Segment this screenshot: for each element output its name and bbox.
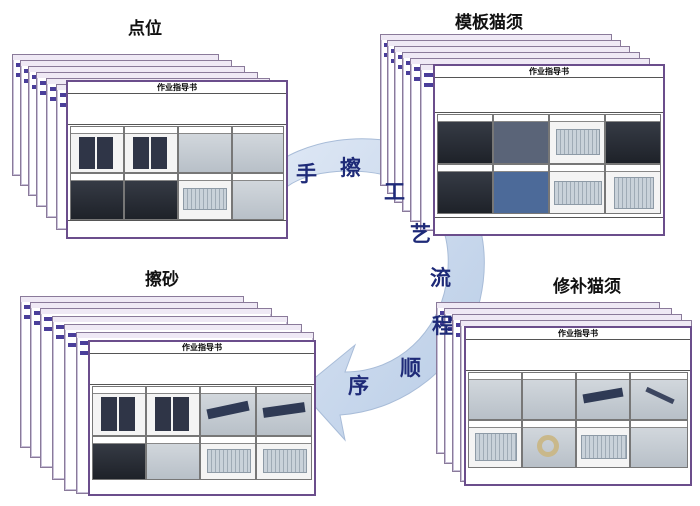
doc-title: 作业指导书: [435, 66, 663, 78]
photo-stick-tool: [630, 372, 688, 420]
doc-photo-grid: [468, 372, 688, 472]
photo-rack: [549, 114, 605, 164]
photo-basket: [70, 173, 124, 220]
photo-tool: [437, 164, 493, 214]
work-instruction-doc: 作业指导书: [464, 326, 692, 486]
photo-jeans-front: [70, 126, 124, 173]
photo-jeans-back: [522, 372, 576, 420]
quadrant-title-dianwei: 点位: [128, 19, 162, 39]
doc-footer: [68, 220, 286, 237]
photo-rack: [200, 436, 256, 480]
arc-char-4: 艺: [410, 221, 431, 246]
photo-jeans-front: [92, 386, 146, 436]
photo-board: [576, 372, 630, 420]
doc-info-header: [435, 78, 663, 113]
photo-jeans-front: [468, 372, 522, 420]
doc-title: 作业指导书: [466, 328, 690, 340]
arc-char-3: 工: [384, 179, 405, 204]
photo-jeans-front: [437, 114, 493, 164]
photo-frame: [576, 420, 630, 468]
doc-footer: [435, 217, 663, 234]
work-instruction-doc: 作业指导书: [88, 340, 316, 496]
photo-sanding-stand: [256, 386, 312, 436]
doc-info-header: [68, 94, 286, 125]
arc-char-6: 程: [432, 313, 453, 338]
photo-station: [630, 420, 688, 468]
photo-sandpaper: [92, 436, 146, 480]
doc-title: 作业指导书: [90, 342, 314, 354]
doc-photo-grid: [70, 126, 284, 220]
work-instruction-doc: 作业指导书: [66, 80, 288, 239]
photo-jeans-back: [493, 114, 549, 164]
photo-stand: [605, 164, 661, 214]
quadrant-title-template-whiskers: 模板猫须: [455, 13, 523, 33]
photo-workbench: [178, 126, 232, 173]
doc-title: 作业指导书: [68, 82, 286, 94]
work-instruction-doc: 作业指导书: [433, 64, 665, 236]
arc-char-5: 流: [430, 265, 451, 290]
arc-char-2: 擦: [340, 155, 361, 180]
photo-tape-roll: [522, 420, 576, 468]
photo-pad: [605, 114, 661, 164]
arc-char-8: 序: [348, 373, 369, 398]
quadrant-title-repair-whiskers: 修补猫须: [553, 277, 621, 297]
quadrant-title-sanding: 擦砂: [145, 270, 179, 290]
photo-container: [146, 436, 200, 480]
arc-char-7: 顺: [400, 355, 421, 380]
doc-info-header: [90, 354, 314, 385]
photo-frame: [549, 164, 605, 214]
photo-tools: [232, 126, 284, 173]
photo-table: [256, 436, 312, 480]
photo-frame: [124, 173, 178, 220]
doc-photo-grid: [437, 114, 661, 214]
photo-jeans-back: [124, 126, 178, 173]
arc-char-1: 手: [296, 161, 317, 186]
photo-station: [232, 173, 284, 220]
photo-rack: [178, 173, 232, 220]
doc-photo-grid: [92, 386, 312, 480]
photo-jeans-back: [146, 386, 200, 436]
photo-template: [493, 164, 549, 214]
photo-rack: [468, 420, 522, 468]
photo-sanding-board: [200, 386, 256, 436]
doc-info-header: [466, 340, 690, 371]
